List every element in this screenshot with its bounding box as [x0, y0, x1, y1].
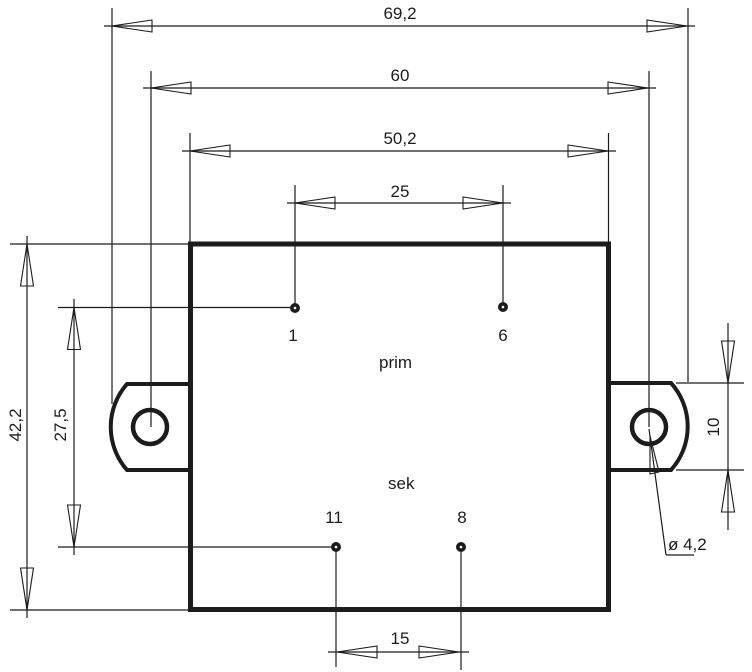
arrowhead-left — [111, 19, 153, 33]
dimension-label-hole-spacing: 60 — [391, 66, 410, 85]
pin-prim-right: 6 — [498, 302, 508, 345]
arrowhead-bottom — [19, 567, 35, 611]
arrowhead-bottom — [720, 469, 736, 513]
arrowhead-bottom — [66, 504, 82, 548]
arrowhead-left — [150, 81, 192, 95]
pin-core — [293, 306, 297, 310]
mounting-hole-right — [629, 407, 669, 447]
pin-label-6: 6 — [498, 326, 507, 345]
hole-diameter-callout: ø 4,2 — [648, 428, 707, 556]
dimension-label-tab-height: 10 — [704, 418, 723, 437]
pin-label-11: 11 — [325, 508, 343, 527]
winding-label-primary: prim — [379, 353, 412, 372]
pin-core — [334, 545, 338, 549]
winding-label-secondary: sek — [388, 474, 415, 493]
arrowhead-right — [607, 81, 649, 95]
arrowhead-right — [567, 144, 609, 158]
mounting-tab-right — [609, 381, 690, 472]
pin-sek-left: 11 — [325, 508, 343, 552]
hole-diameter-label: ø 4,2 — [668, 535, 707, 554]
pin-core — [501, 305, 505, 309]
dimension-label-overall-width: 69,2 — [383, 4, 416, 23]
transformer-body-outline — [188, 241, 611, 612]
tab-outline — [609, 381, 690, 472]
dimension-label-body-height: 42,2 — [6, 408, 25, 441]
arrowhead-right — [646, 19, 688, 33]
dimension-label-sek-pin-spacing: 15 — [391, 629, 410, 648]
dimension-label-pin-row-spacing: 27,5 — [51, 408, 70, 441]
dimension-label-prim-pin-spacing: 25 — [391, 182, 410, 201]
arrowhead-top — [720, 340, 736, 384]
arrowhead-left — [336, 645, 378, 659]
dimension-overall-width: 69,2 — [104, 4, 695, 404]
pin-core — [459, 545, 463, 549]
leader-arrowhead — [649, 435, 660, 475]
arrowhead-right — [418, 645, 460, 659]
arrowhead-top — [66, 307, 82, 351]
pin-prim-left: 1 — [288, 303, 300, 345]
leader-line — [648, 428, 667, 556]
mounting-hole-left — [130, 407, 170, 447]
arrowhead-left — [189, 144, 231, 158]
arrowhead-top — [19, 243, 35, 287]
arrowhead-right — [462, 196, 504, 210]
mounting-tab-left — [108, 382, 190, 472]
dimension-body-width: 50,2 — [182, 129, 616, 243]
dimension-body-height: 42,2 — [6, 236, 188, 618]
dimension-label-body-width: 50,2 — [383, 129, 416, 148]
tab-outline — [108, 382, 190, 472]
dimension-tab-height: 10 — [676, 323, 744, 530]
pin-label-8: 8 — [457, 508, 466, 527]
dimension-hole-spacing: 60 — [143, 66, 656, 427]
arrowhead-left — [294, 196, 336, 210]
pin-label-1: 1 — [288, 326, 297, 345]
pin-sek-right: 8 — [456, 508, 467, 552]
dimension-pin-row-spacing: 27,5 — [51, 299, 332, 555]
